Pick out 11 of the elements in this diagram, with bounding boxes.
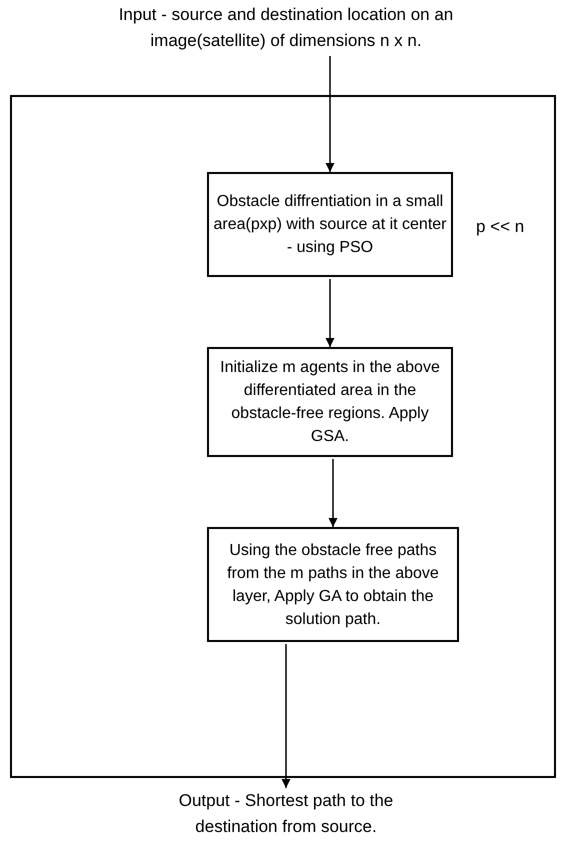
process-box: Using the obstacle free paths from the m paths in the above layer, Apply GA to obtain the solution path. (207, 527, 459, 642)
flow-text: Output - Shortest path to the destination from source. (136, 788, 436, 840)
flow-text: Input - source and destination location on an image(satellite) of dimensions n x n. (106, 2, 466, 54)
arrow (326, 56, 334, 172)
process-box: Initialize m agents in the above differentiated area in the obstacle-free regions. Apply GSA. (207, 347, 453, 457)
arrow (326, 279, 334, 347)
process-box (10, 95, 556, 778)
arrow (282, 644, 290, 788)
parameter-note: p << n (476, 216, 524, 238)
arrow (328, 459, 338, 527)
process-box: Obstacle diffrentiation in a small area(pxp) with source at it center - using PSO (207, 172, 453, 277)
